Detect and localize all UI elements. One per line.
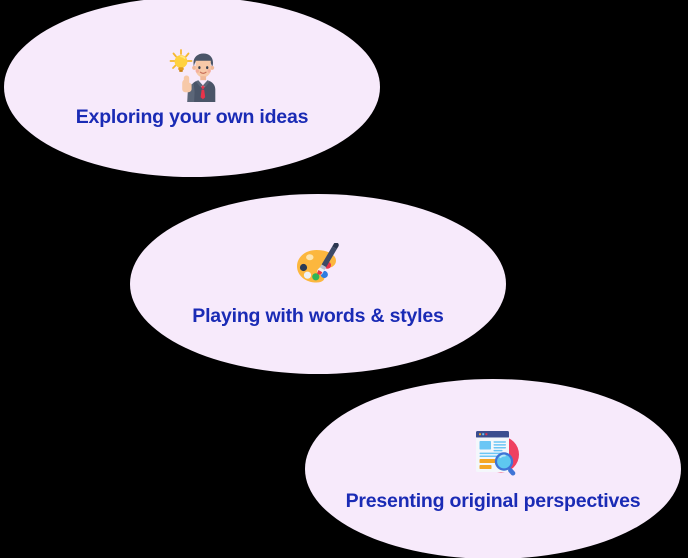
bubble-exploring-your-own-ideas[interactable]: Exploring your own ideas [4, 0, 380, 177]
bubble-playing-with-words-and-styles[interactable]: Playing with words & styles [130, 194, 506, 374]
bubble-label: Presenting original perspectives [345, 490, 641, 513]
bubble-label: Playing with words & styles [192, 305, 444, 328]
bubble-presenting-original-perspectives[interactable]: Presenting original perspectives [305, 379, 681, 558]
man-with-lightbulb-idea-icon [166, 46, 222, 103]
document-search-icon [468, 426, 524, 482]
bubble-label: Exploring your own ideas [75, 106, 309, 129]
artist-palette-icon [290, 241, 346, 297]
